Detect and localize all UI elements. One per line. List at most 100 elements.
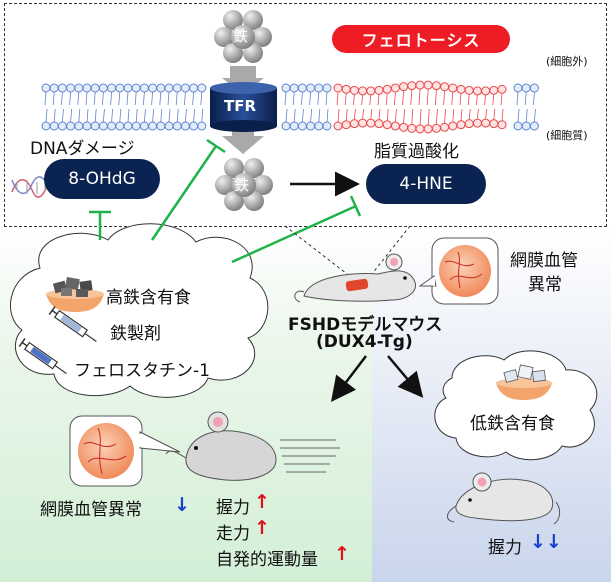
lipid-head-outer xyxy=(349,85,359,95)
lipid-head-inner xyxy=(440,122,450,132)
lipid-head-outer xyxy=(322,83,332,93)
lipid-head-inner xyxy=(456,120,466,130)
lipid-head-inner xyxy=(399,122,409,132)
high-iron-diet-label: 高鉄含有食 xyxy=(106,288,191,308)
lipid-tail xyxy=(143,91,145,106)
lipid-head-inner xyxy=(172,121,182,131)
lipid-head-inner xyxy=(521,121,531,131)
lipid-tail xyxy=(318,108,321,123)
lipid-tail xyxy=(111,108,113,123)
lipid-tail xyxy=(435,89,437,106)
lipid-head-inner xyxy=(366,118,376,128)
lipid-head-outer xyxy=(529,83,539,93)
lipid-head-inner xyxy=(407,123,417,133)
lipid-tail xyxy=(134,91,137,106)
lipid-tail xyxy=(302,108,304,123)
lipid-head-inner xyxy=(90,121,100,131)
lipid-tail xyxy=(361,94,363,106)
lipid-tail xyxy=(317,91,320,106)
lipid-head-inner xyxy=(464,119,474,129)
lipid-tail xyxy=(452,108,455,123)
lipid-head-outer xyxy=(440,82,450,92)
low-iron-bowl-icon xyxy=(496,364,552,400)
lipid-head-inner xyxy=(358,118,368,128)
lipid-head-inner xyxy=(314,121,324,131)
lipid-tail xyxy=(151,91,153,106)
lipid-head-inner xyxy=(98,121,108,131)
lipid-head-inner xyxy=(341,120,351,130)
lipid-head-inner xyxy=(374,119,384,129)
lipid-head-outer xyxy=(115,83,125,93)
lipid-tail xyxy=(385,93,388,106)
lipid-head-inner xyxy=(41,121,51,131)
lipid-head-inner xyxy=(107,121,117,131)
lipid-head-inner xyxy=(49,121,59,131)
lipid-tail xyxy=(144,108,146,123)
lipid-tail xyxy=(444,108,446,124)
lipid-head-outer xyxy=(156,83,166,93)
lipid-head-outer xyxy=(131,83,141,93)
lipid-head-outer xyxy=(481,86,491,96)
lipid-tail xyxy=(395,108,397,123)
lipid-head-inner xyxy=(415,124,425,134)
lipid-head-outer xyxy=(448,83,458,93)
lipid-tail xyxy=(293,108,296,123)
lipid-head-inner xyxy=(66,121,76,131)
lipid-head-inner xyxy=(322,121,332,131)
lipid-tail xyxy=(419,108,422,125)
lipid-head-outer xyxy=(513,83,523,93)
lipid-head-outer xyxy=(423,80,433,90)
lipid-tail xyxy=(386,108,389,121)
lipid-tail xyxy=(436,108,438,125)
iron-cluster-top xyxy=(214,10,272,63)
lipid-head-inner xyxy=(431,123,441,133)
lipid-tail xyxy=(467,94,470,106)
lipid-head-inner xyxy=(82,121,92,131)
lipid-head-outer xyxy=(197,83,207,93)
lipid-tail xyxy=(516,91,519,106)
lipid-head-outer xyxy=(366,86,376,96)
ferrostatin-label: フェロスタチン-1 xyxy=(74,361,210,381)
lipid-head-outer xyxy=(341,84,351,94)
lipid-tail xyxy=(110,91,112,106)
lipid-head-inner xyxy=(281,121,291,131)
arrow-to-left-outcome xyxy=(330,355,367,402)
lipid-head-outer xyxy=(297,83,307,93)
lipid-head-outer xyxy=(374,85,384,95)
lipid-tail xyxy=(119,108,122,123)
lipid-head-inner xyxy=(115,121,125,131)
syringe-icon-2 xyxy=(18,337,67,374)
lipid-tail xyxy=(292,91,295,106)
lipid-head-outer xyxy=(57,83,67,93)
lipid-head-inner xyxy=(197,121,207,131)
lipid-tail xyxy=(411,108,414,125)
lipid-tail xyxy=(69,91,71,106)
lipid-head-outer xyxy=(456,84,466,94)
lipid-head-inner xyxy=(57,121,67,131)
lipid-tail xyxy=(102,91,104,106)
lipid-head-outer xyxy=(407,81,417,91)
retinal-down-arrow: ↓ xyxy=(174,494,190,516)
lipid-peroxidation-label: 脂質過酸化 xyxy=(374,142,459,162)
retina-bubble-center xyxy=(418,237,499,305)
lipid-head-outer xyxy=(333,83,343,93)
lipid-tail xyxy=(362,108,364,120)
lipid-tail xyxy=(485,108,487,120)
lipid-tail xyxy=(86,108,89,123)
hne-label: 4-HNE xyxy=(399,174,453,194)
lipid-tail xyxy=(167,91,170,106)
lipid-tail xyxy=(501,108,504,121)
lipid-tail xyxy=(152,108,154,123)
lipid-tail xyxy=(160,108,163,123)
lipid-head-outer xyxy=(98,83,108,93)
lipid-head-inner xyxy=(74,121,84,131)
lipid-tail xyxy=(484,94,486,106)
lipid-tail xyxy=(418,89,421,106)
lipid-tail xyxy=(426,89,429,106)
lipid-head-outer xyxy=(358,86,368,96)
lipid-head-inner xyxy=(481,118,491,128)
lipid-head-outer xyxy=(472,86,482,96)
lipid-head-outer xyxy=(314,83,324,93)
lipid-head-inner xyxy=(123,121,133,131)
lipid-head-outer xyxy=(306,83,316,93)
